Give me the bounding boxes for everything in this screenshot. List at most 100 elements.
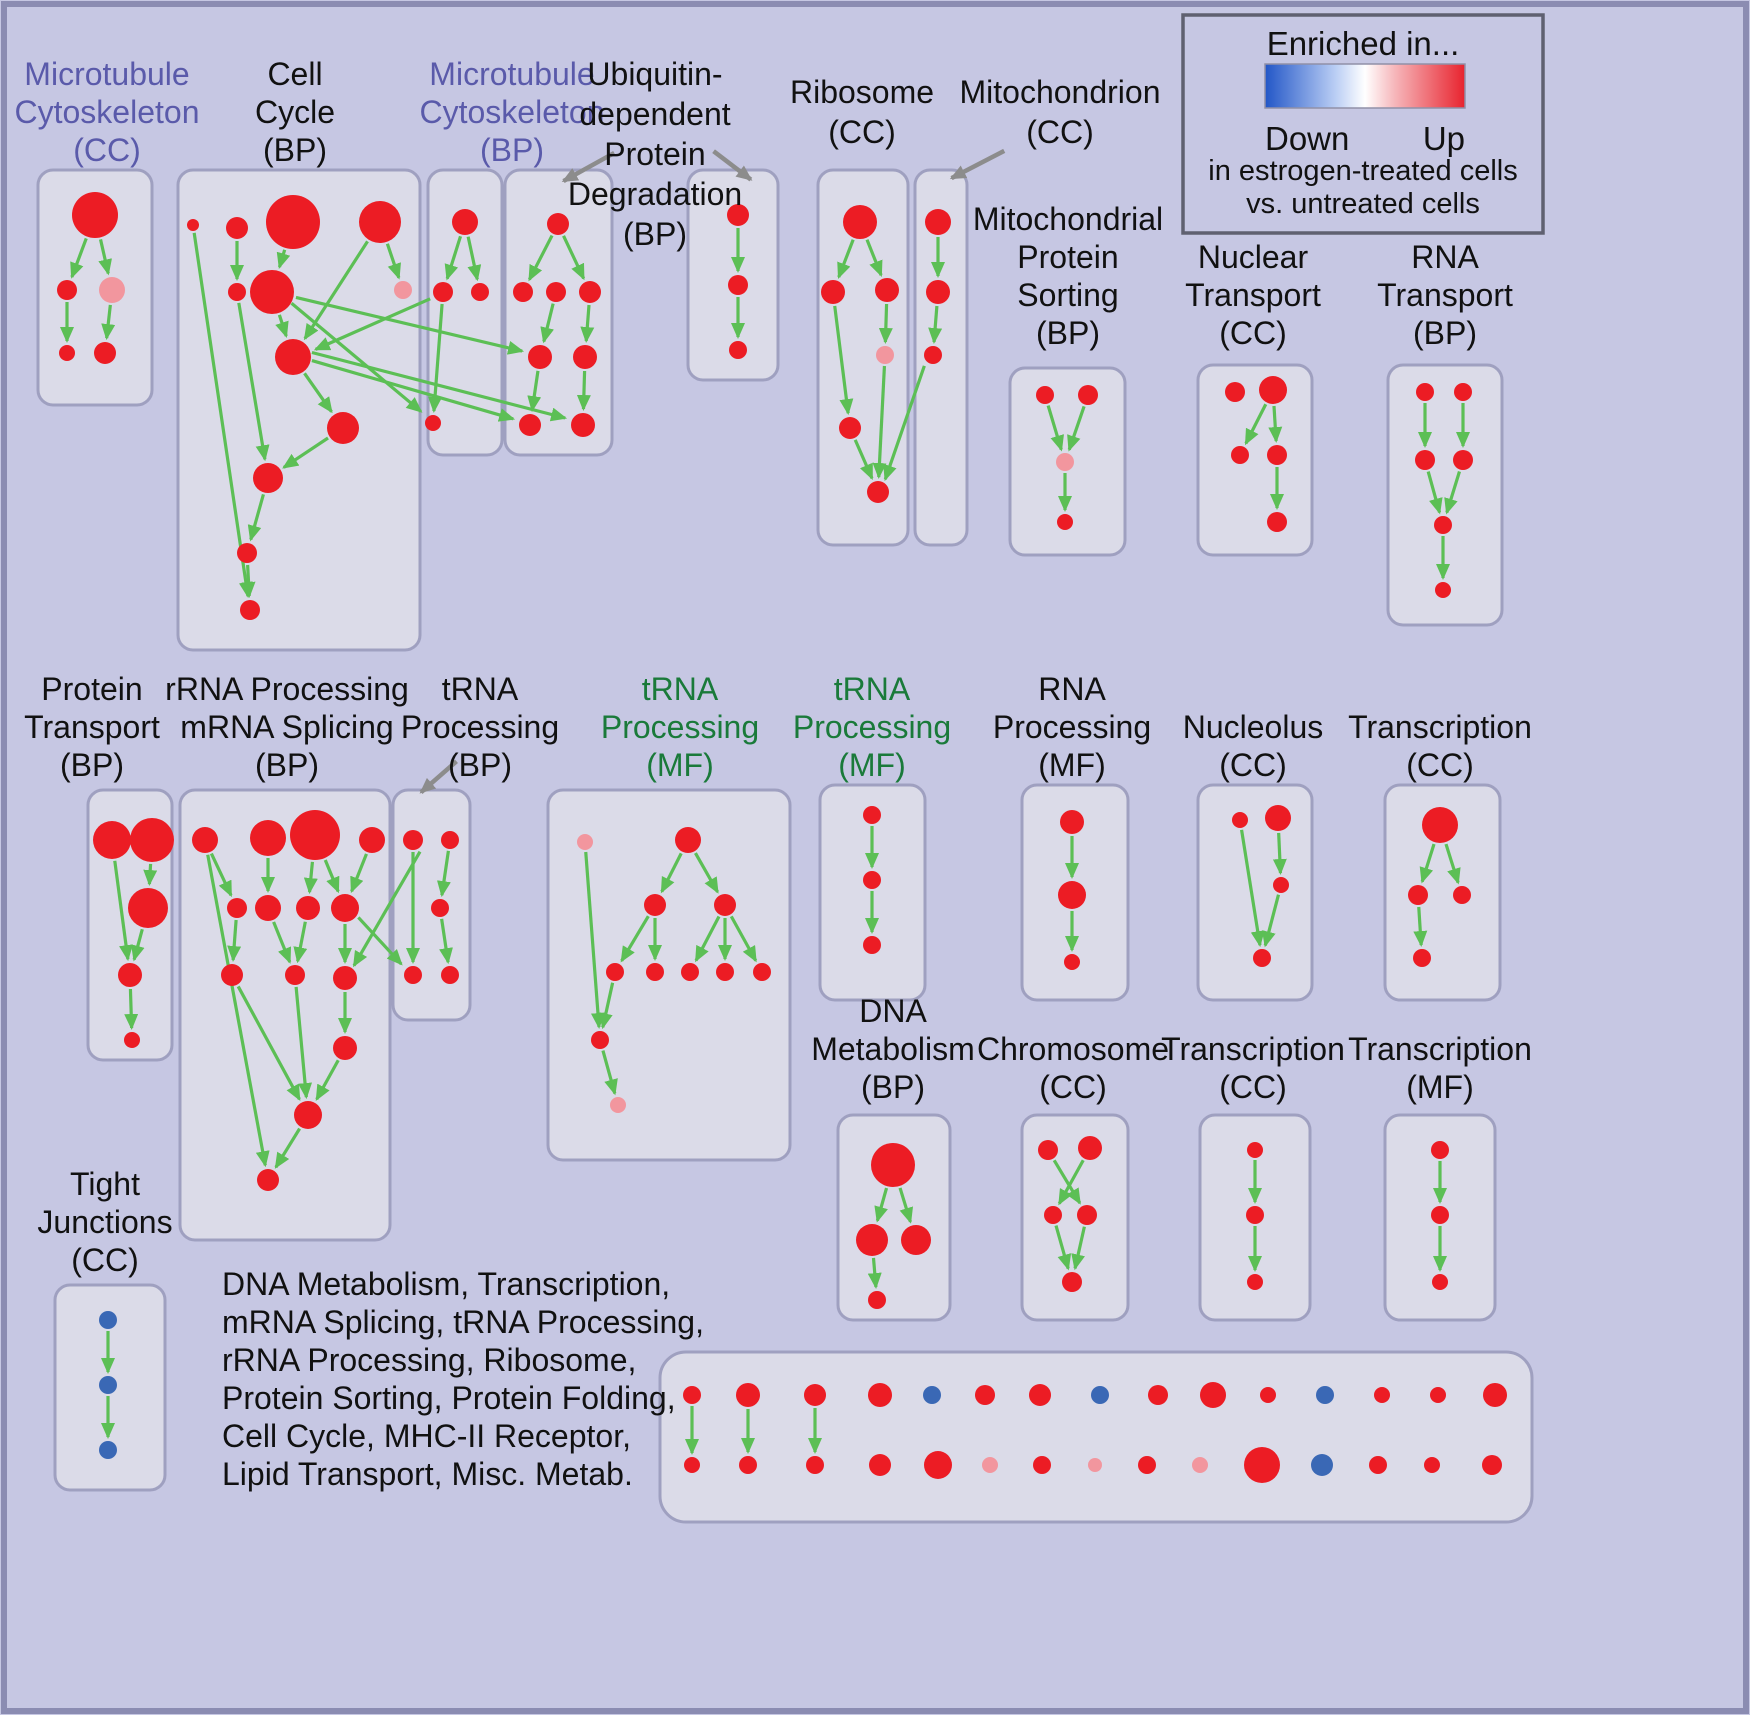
rrna-processing-mrna-splicing-bp-edge <box>294 986 313 1100</box>
rrna-processing-mrna-splicing-bp-edge <box>227 919 242 963</box>
chromosome-cc-node-1 <box>1078 1136 1102 1160</box>
label-line: (BP) <box>623 216 687 252</box>
dna-metabolism-bp-node-1 <box>856 1224 888 1256</box>
label-pointer-arrow <box>949 148 1006 181</box>
misc-singletons-node-21 <box>1033 1456 1051 1474</box>
trna-processing-bp-node-3 <box>404 966 422 984</box>
protein-transport-bp-node-3 <box>118 963 142 987</box>
misc-singletons-node-16 <box>739 1456 757 1474</box>
microtubule-cytoskeleton-cc-edge <box>101 304 116 341</box>
label-line: Cytoskeleton <box>15 94 200 130</box>
label-line: Microtubule <box>24 56 189 92</box>
microtubule-cytoskeleton-bp-node-1 <box>433 282 453 302</box>
label-line: (MF) <box>1406 1069 1474 1105</box>
misc-singletons-node-26 <box>1311 1454 1333 1476</box>
trna-processing-mf-large-node-8 <box>753 963 771 981</box>
dna-metabolism-bp-node-2 <box>901 1225 931 1255</box>
label-line: (CC) <box>1219 315 1287 351</box>
ribosome-cc-edge <box>865 239 883 277</box>
misc-singletons-node-6 <box>1029 1384 1051 1406</box>
cell-cycle-bp-edge <box>276 249 291 270</box>
rrna-processing-mrna-splicing-bp-node-1 <box>250 820 286 856</box>
microtubule-cytoskeleton-bp-box <box>426 168 504 457</box>
ubiquitin-degradation-bp-a-edge <box>576 370 591 412</box>
legend-subtitle-line: vs. untreated cells <box>1246 188 1480 220</box>
label-line: tRNA <box>834 671 911 707</box>
ubiquitin-degradation-bp-a-edge <box>527 370 542 413</box>
misc-cluster-text: DNA Metabolism, Transcription,mRNA Splic… <box>222 1266 704 1492</box>
label-line: RNA <box>1411 239 1479 275</box>
label-line: Transport <box>24 709 160 745</box>
ubiquitin-degradation-bp-b-box <box>686 168 780 382</box>
rrna-processing-mrna-splicing-bp-edge <box>206 854 270 1168</box>
nuclear-transport-cc-edge <box>1244 403 1268 446</box>
trna-processing-mf-large-edge <box>601 1050 618 1096</box>
misc-singletons-node-3 <box>868 1383 892 1407</box>
nucleolus-cc-node-0 <box>1232 812 1248 828</box>
cross-cluster-edge <box>313 297 431 351</box>
dna-metabolism-bp-node-0 <box>871 1143 915 1187</box>
trna-processing-bp-edge <box>437 850 451 898</box>
dna-metabolism-bp-node-3 <box>868 1291 886 1309</box>
misc-singletons-node-24 <box>1192 1457 1208 1473</box>
label-line: Degradation <box>568 176 742 212</box>
trna-processing-mf-large-node-0 <box>577 834 593 850</box>
rrna-processing-mrna-splicing-bp-node-13 <box>257 1169 279 1191</box>
nucleolus-cc-node-3 <box>1253 949 1271 967</box>
label-line: Protein <box>1017 239 1118 275</box>
rna-transport-bp-box <box>1386 363 1504 627</box>
rna-processing-mf-node-2 <box>1064 954 1080 970</box>
label-line: Transcription <box>1161 1031 1345 1067</box>
label-line: Nucleolus <box>1183 709 1324 745</box>
ubiquitin-degradation-bp-a-edge <box>580 304 595 344</box>
misc-singletons-node-19 <box>924 1451 952 1479</box>
cross-cluster-edge <box>311 359 516 422</box>
trna-processing-mf-large-edge <box>598 982 615 1030</box>
rrna-processing-mrna-splicing-bp-node-4 <box>227 898 247 918</box>
label-line: Processing <box>401 709 559 745</box>
misc-singletons-node-22 <box>1088 1458 1102 1472</box>
misc-singletons-node-8 <box>1148 1385 1168 1405</box>
cell-cycle-bp-node-0 <box>187 219 199 231</box>
label-line: (BP) <box>448 747 512 783</box>
microtubule-cytoskeleton-cc-edge <box>98 239 112 276</box>
dna-metabolism-bp-edge <box>898 1187 914 1224</box>
trna-processing-mf-small-node-0 <box>863 806 881 824</box>
label-line: Mitochondrial <box>973 201 1163 237</box>
label-line: (BP) <box>263 132 327 168</box>
microtubule-cytoskeleton-bp-edge <box>466 236 482 282</box>
label-line: Sorting <box>1017 277 1118 313</box>
nucleolus-cc-edge <box>1239 829 1265 948</box>
misc-singletons-node-5 <box>975 1385 995 1405</box>
rrna-processing-mrna-splicing-bp-node-3 <box>359 827 385 853</box>
nuclear-transport-cc-box <box>1196 363 1314 557</box>
transcription-cc-1-edge <box>1419 843 1436 884</box>
trna-processing-bp-edge <box>439 918 453 965</box>
misc-singletons-node-18 <box>869 1454 891 1476</box>
transcription-cc-1-edge <box>1413 906 1428 948</box>
microtubule-cytoskeleton-cc-node-2 <box>99 277 125 303</box>
label-line: Cell <box>267 56 322 92</box>
cell-cycle-bp-node-1 <box>226 217 248 239</box>
cell-cycle-bp-edge <box>282 436 329 469</box>
cell-cycle-bp-edge <box>237 302 270 462</box>
misc-singletons-node-0 <box>683 1386 701 1404</box>
mitochondrion-cc-node-1 <box>926 280 950 304</box>
ubiquitin-degradation-bp-a-box <box>503 168 614 457</box>
trna-processing-mf-large-edge <box>660 852 683 894</box>
misc-singletons-node-4 <box>923 1386 941 1404</box>
ubiquitin-degradation-bp-b-node-1 <box>728 275 748 295</box>
misc-singletons-node-13 <box>1430 1387 1446 1403</box>
nuclear-transport-cc-node-1 <box>1259 376 1287 404</box>
label-line: Ubiquitin- <box>587 56 722 92</box>
label-pointer-arrow <box>419 759 458 795</box>
tight-junctions-cc-node-1 <box>99 1376 117 1394</box>
label-line: (MF) <box>838 747 906 783</box>
label-line: Cytoskeleton <box>420 94 605 130</box>
cell-cycle-bp-node-8 <box>327 412 359 444</box>
trna-processing-mf-large-node-1 <box>675 827 701 853</box>
rna-transport-bp-edge <box>1444 470 1462 515</box>
rrna-processing-mrna-splicing-bp-node-7 <box>331 894 359 922</box>
